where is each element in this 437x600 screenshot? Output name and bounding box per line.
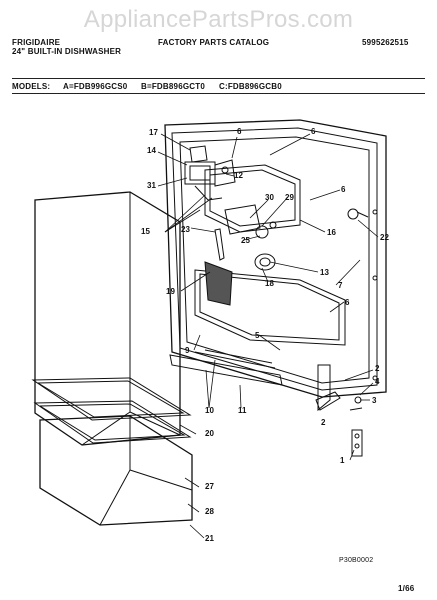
callout-28: 28 (205, 507, 214, 516)
drawing-code: P30B0002 (339, 557, 374, 564)
callout-11: 11 (238, 406, 247, 415)
callout-22: 22 (380, 233, 389, 242)
callout-20: 20 (205, 429, 214, 438)
product-label: 24" BUILT-IN DISHWASHER (12, 47, 122, 56)
page-number: 1/66 (398, 584, 415, 593)
catalog-number: 5995262515 (362, 38, 409, 47)
callout-12: 12 (234, 171, 243, 180)
bottom-vent (169, 349, 283, 386)
callout-16: 16 (327, 228, 336, 237)
callout-18: 18 (265, 279, 274, 288)
catalog-title: FACTORY PARTS CATALOG (158, 38, 270, 47)
callout-10: 10 (205, 406, 214, 415)
callout-19: 19 (166, 287, 175, 296)
callout-6-upper-right: 6 (311, 127, 316, 136)
callout-13: 13 (320, 268, 329, 277)
callout-14: 14 (147, 146, 156, 155)
callout-4: 4 (375, 377, 380, 386)
callout-6-lower: 6 (345, 298, 350, 307)
callout-30: 30 (265, 193, 274, 202)
callout-9: 9 (185, 346, 190, 355)
top-rule (12, 78, 425, 79)
callout-23: 23 (181, 225, 190, 234)
callout-15: 15 (141, 227, 150, 236)
model-a: A=FDB996GCS0 (63, 82, 128, 91)
model-c: C:FDB896GCB0 (219, 82, 282, 91)
leader-lines (157, 133, 379, 539)
models-label: MODELS: (12, 82, 51, 91)
screw-22 (347, 208, 369, 220)
callout-25: 25 (241, 236, 250, 245)
brand-label: FRIGIDAIRE (12, 38, 61, 47)
callout-6-top: 6 (237, 127, 242, 136)
callout-7: 7 (338, 281, 343, 290)
watermark: AppliancePartsPros.com (83, 6, 354, 33)
callout-5: 5 (255, 331, 260, 340)
callout-21: 21 (205, 534, 214, 543)
callout-6-right: 6 (341, 185, 346, 194)
latch-assembly (184, 145, 236, 201)
callout-3: 3 (372, 396, 377, 405)
callout-29: 29 (285, 193, 294, 202)
callout-17: 17 (149, 128, 158, 137)
hinge-parts (315, 364, 363, 457)
models-rule (12, 93, 425, 94)
inner-door-panel (164, 119, 387, 398)
callout-27: 27 (205, 482, 214, 491)
callout-2-lower: 2 (321, 418, 326, 427)
kick-panel (39, 415, 193, 526)
outer-door-panel (34, 191, 181, 446)
trim-strip (31, 377, 192, 421)
callout-1: 1 (340, 456, 345, 465)
callout-31: 31 (147, 181, 156, 190)
model-b: B=FDB896GCT0 (141, 82, 205, 91)
callout-2-upper: 2 (375, 364, 380, 373)
lower-trim (33, 400, 192, 444)
